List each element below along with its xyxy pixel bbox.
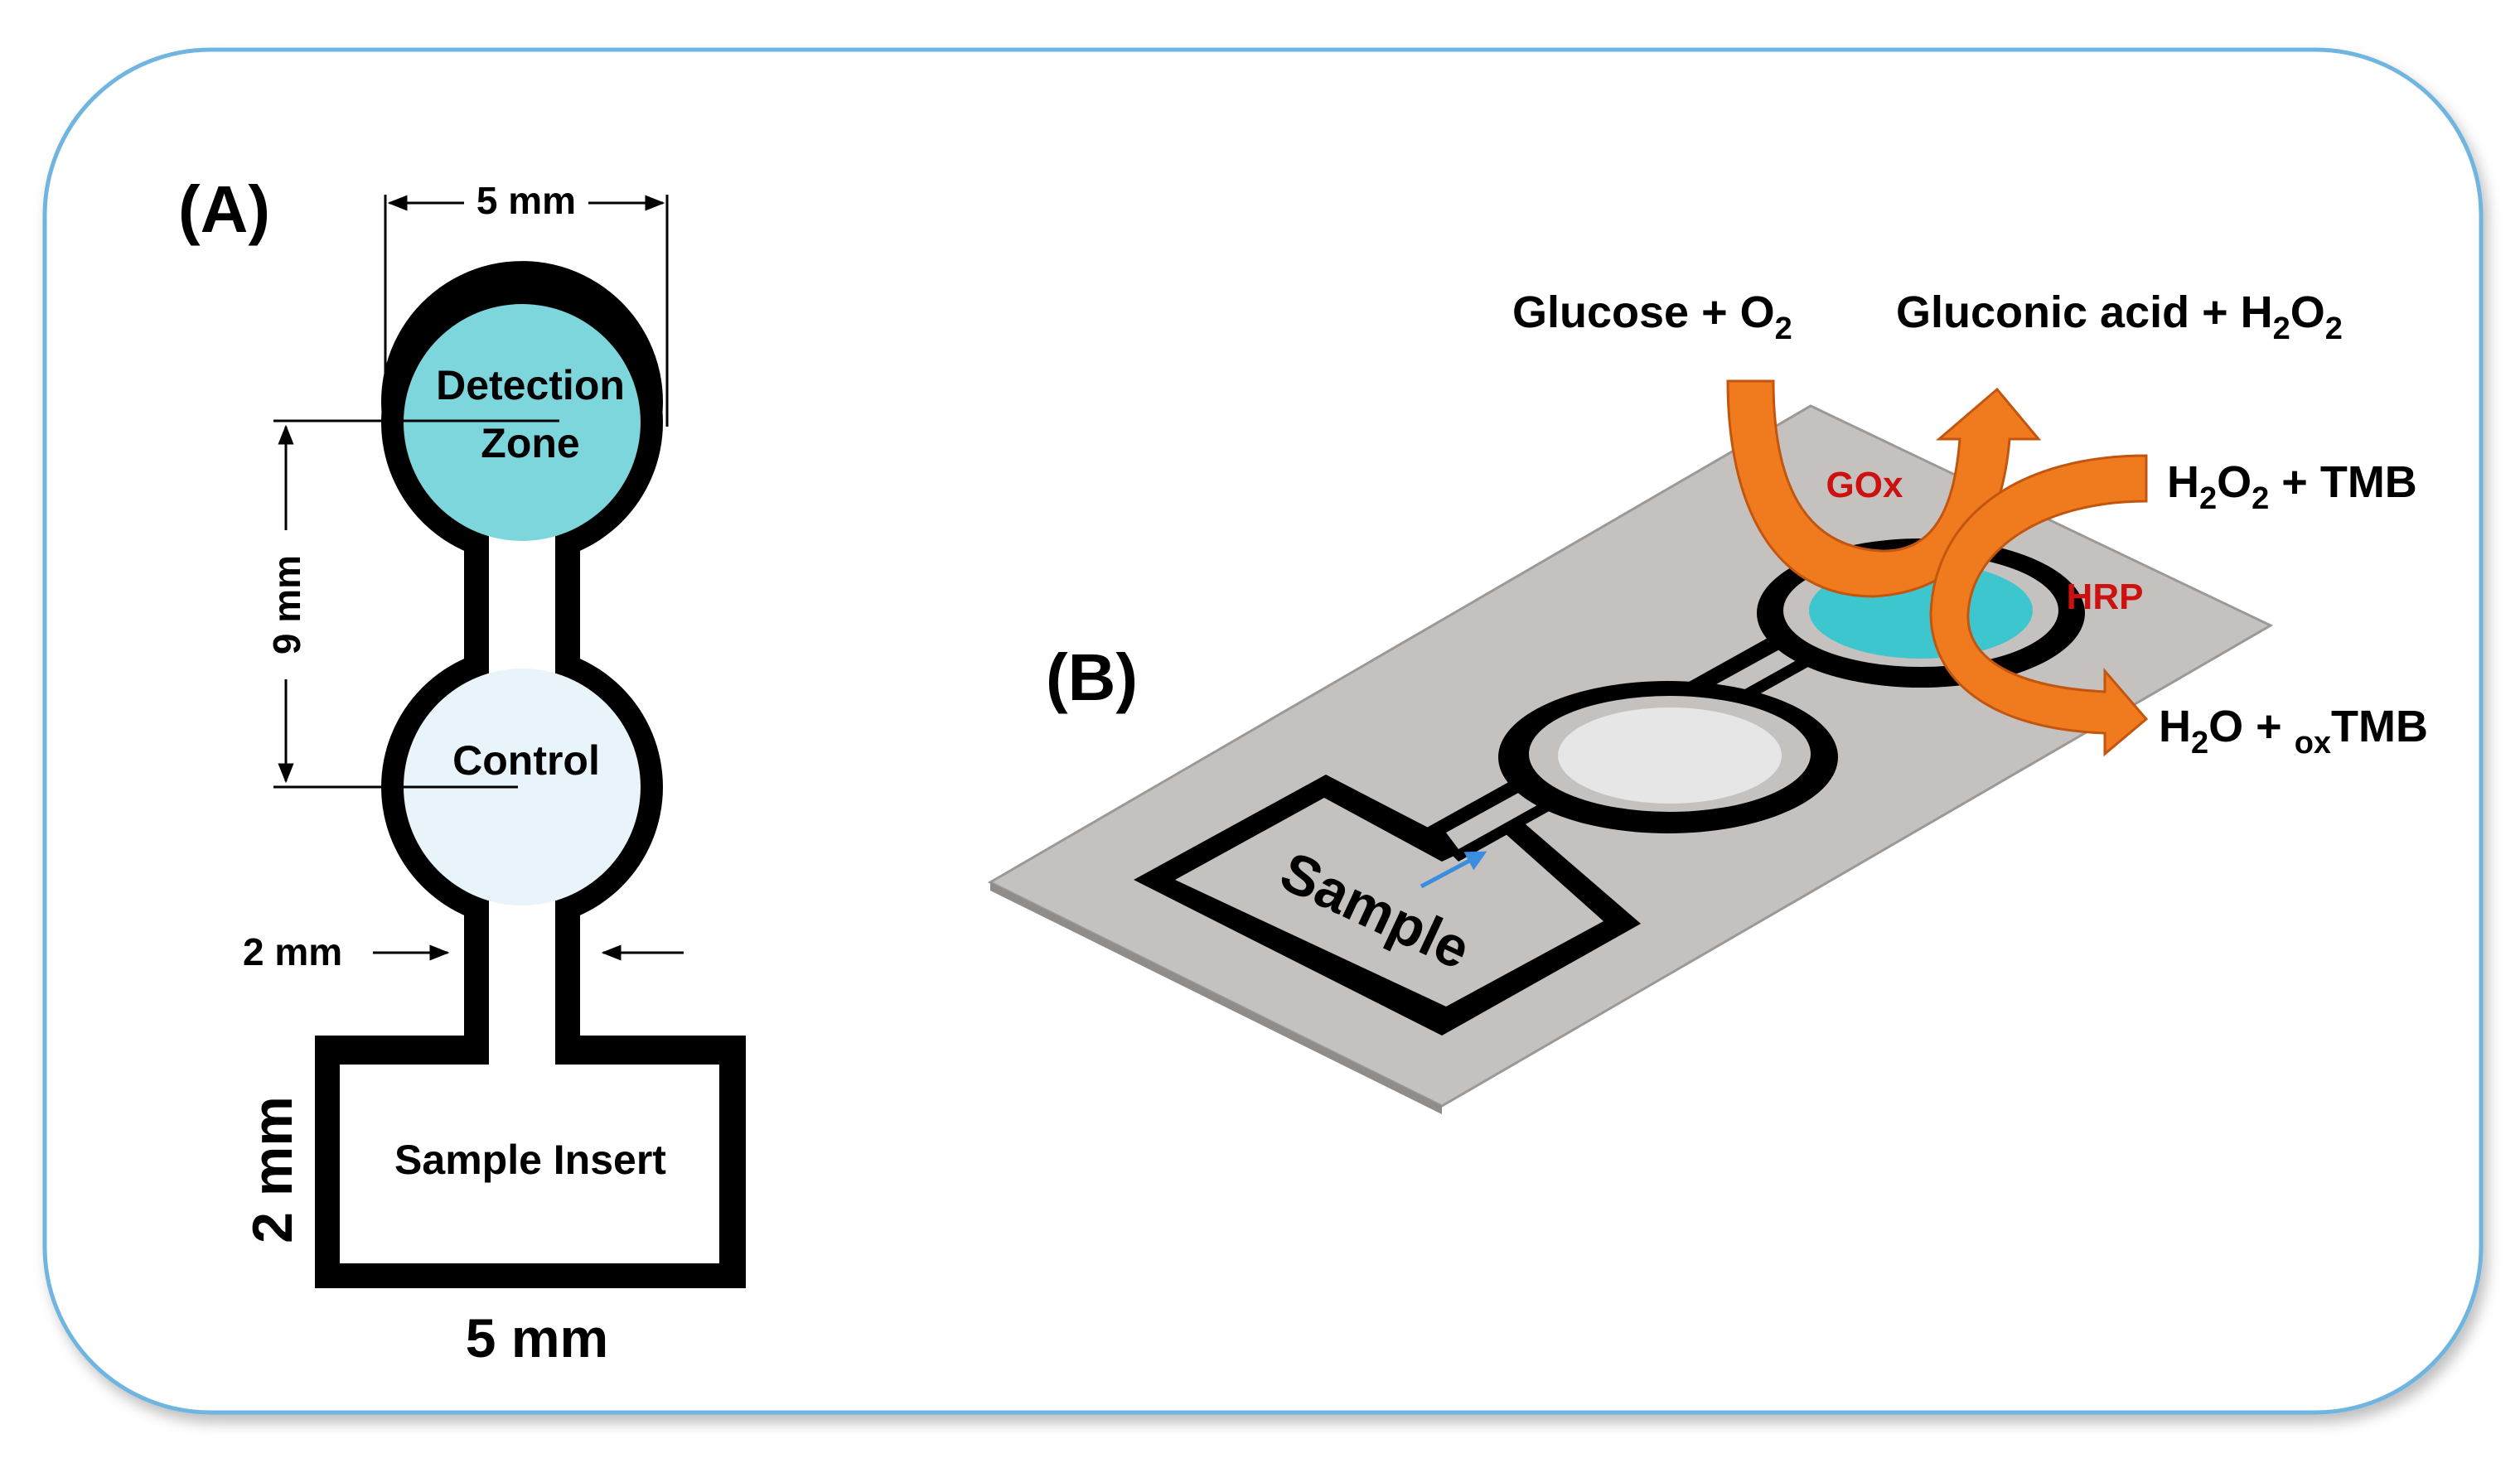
dim-insert-height-label: 2 mm bbox=[241, 1096, 304, 1243]
gox-label: GOx bbox=[1826, 465, 1903, 505]
reaction2-products: H2O + oxTMB bbox=[2159, 702, 2428, 760]
panel-a-label: (A) bbox=[178, 172, 270, 246]
panel-a: (A) 5 mm Detection Zone bbox=[178, 172, 746, 1369]
hrp-label: HRP bbox=[2067, 577, 2144, 617]
dim-spacing-label: 9 mm bbox=[265, 555, 308, 654]
dim-channel-label: 2 mm bbox=[243, 930, 342, 973]
peroxidase-arrow bbox=[1929, 454, 2149, 757]
control-zone-circle bbox=[404, 669, 641, 905]
detection-zone-label-line1: Detection bbox=[436, 362, 625, 408]
control-zone-label: Control bbox=[452, 737, 600, 784]
sample-flow-arrow bbox=[1420, 851, 1487, 889]
control-zone-3d bbox=[1558, 707, 1782, 804]
panel-b: (B) Sample bbox=[987, 287, 2428, 1114]
dim-width-top-label: 5 mm bbox=[476, 179, 576, 222]
reaction1-products: Gluconic acid + H2O2 bbox=[1896, 287, 2343, 346]
panel-b-label: (B) bbox=[1046, 640, 1138, 714]
reaction1-reactants: Glucose + O2 bbox=[1512, 287, 1792, 346]
detection-zone-label-line2: Zone bbox=[481, 420, 579, 466]
paper-sheet-edge bbox=[990, 882, 1442, 1114]
dim-width-bottom-label: 5 mm bbox=[466, 1307, 608, 1369]
detection-zone-circle bbox=[404, 304, 641, 541]
sample-insert-label: Sample Insert bbox=[394, 1137, 666, 1183]
reaction2-reactants: H2O2 + TMB bbox=[2167, 457, 2417, 516]
